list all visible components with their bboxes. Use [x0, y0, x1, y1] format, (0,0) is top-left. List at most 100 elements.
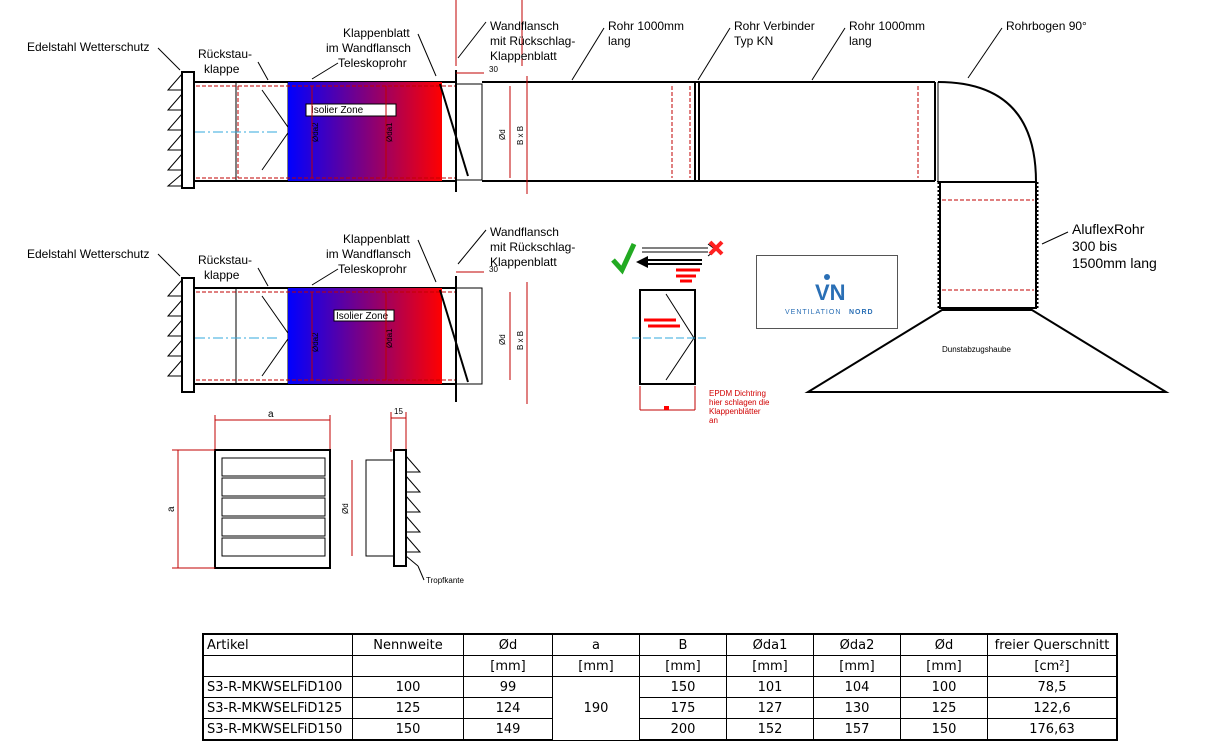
insulation-zone-top [288, 82, 442, 181]
dim-d-top: Ød [498, 129, 507, 140]
label-wandflansch-top-3: Klappenblatt [490, 49, 557, 63]
dim-30-bottom: 30 [489, 265, 498, 274]
unit-b: [mm] [639, 655, 727, 677]
cell-da2: 157 [813, 718, 901, 741]
dim-bxb-bottom: B x B [516, 331, 525, 350]
check-icon [611, 242, 637, 275]
unit-d2: [mm] [900, 655, 988, 677]
cell-nennweite: 150 [352, 718, 464, 741]
dim-30-top: 30 [489, 65, 498, 74]
top-labels: Edelstahl Wetterschutz Rückstau- klappe … [27, 19, 1157, 271]
cell-artikel: S3-R-MKWSELFiD150 [202, 718, 353, 741]
cell-d2: 125 [900, 697, 988, 719]
th-querschnitt: freier Querschnitt [987, 633, 1118, 656]
th-a: a [552, 633, 640, 656]
label-verbinder-1: Rohr Verbinder [734, 19, 815, 33]
label-aluflex-2: 300 bis [1072, 238, 1117, 254]
cell-d: 124 [463, 697, 553, 719]
flap-detail: EPDM Dichtring hier schlagen die Klappen… [611, 240, 770, 425]
cell-querschnitt: 78,5 [987, 676, 1118, 698]
spec-table: Artikel Nennweite Ød a B Øda1 Øda2 Ød fr… [202, 633, 1118, 741]
unit-a: [mm] [552, 655, 640, 677]
th-b: B [639, 633, 727, 656]
table-row: S3-R-MKWSELFiD150 150 149 200 152 157 15… [202, 718, 1118, 741]
label-rueckstau-top-2: klappe [204, 62, 240, 76]
dim-a-top: a [268, 409, 274, 420]
cell-artikel: S3-R-MKWSELFiD125 [202, 697, 353, 719]
th-nennweite: Nennweite [352, 633, 464, 656]
label-teleskop-bottom: Teleskoprohr [338, 262, 407, 276]
table-row: S3-R-MKWSELFiD125 125 124 175 127 130 12… [202, 697, 1118, 719]
dim-da2-bottom: Øda2 [311, 332, 320, 352]
unit-da1: [mm] [726, 655, 814, 677]
weather-hood-top [166, 71, 195, 189]
th-d2: Ød [900, 633, 988, 656]
logo-brand-text-2: NORD [849, 309, 874, 316]
cell-da2: 104 [813, 676, 901, 698]
label-wandflansch-top-1: Wandflansch [490, 19, 559, 33]
label-rueckstau-top-1: Rückstau- [198, 47, 252, 61]
label-teleskop-top: Teleskoprohr [338, 56, 407, 70]
unit-querschnitt: [cm²] [987, 655, 1118, 677]
unit-d: [mm] [463, 655, 553, 677]
label-wetterschutz-top: Edelstahl Wetterschutz [27, 40, 150, 54]
isolier-label-bottom: Isolier Zone [336, 311, 389, 322]
technical-drawing: Isolier Zone Dunstabzugshaube Øda2 Øda1 [27, 0, 1170, 585]
label-wandflansch-bottom-1: Wandflansch [490, 225, 559, 239]
cell-d: 149 [463, 718, 553, 741]
th-d: Ød [463, 633, 553, 656]
top-assembly: Isolier Zone Dunstabzugshaube Øda2 Øda1 [166, 0, 1170, 393]
dim-da1-top: Øda1 [385, 122, 394, 142]
label-rohrbogen: Rohrbogen 90° [1006, 19, 1087, 33]
cell-b: 150 [639, 676, 727, 698]
insulation-zone-bottom [288, 288, 442, 384]
label-wandflansch-bottom-3: Klappenblatt [490, 255, 557, 269]
label-rohr1000-a: Rohr 1000mm [608, 19, 684, 33]
th-artikel: Artikel [202, 633, 353, 656]
dunst-label: Dunstabzugshaube [942, 345, 1011, 354]
label-lang-a: lang [608, 34, 631, 48]
cell-da2: 130 [813, 697, 901, 719]
label-wandflansch-bottom-2: mit Rückschlag- [490, 240, 575, 254]
cell-nennweite: 125 [352, 697, 464, 719]
cell-da1: 101 [726, 676, 814, 698]
table-units-row: [mm] [mm] [mm] [mm] [mm] [mm] [cm²] [202, 655, 1118, 677]
svg-text:VN: VN [815, 280, 846, 305]
table-row: S3-R-MKWSELFiD100 100 99 190 150 101 104… [202, 676, 1118, 741]
unit-da2: [mm] [813, 655, 901, 677]
cell-d: 99 [463, 676, 553, 698]
bottom-labels: Edelstahl Wetterschutz Rückstau- klappe … [27, 225, 575, 287]
cell-querschnitt: 176,63 [987, 718, 1118, 741]
label-aluflex-1: AluflexRohr [1072, 221, 1145, 237]
label-aluflex-3: 1500mm lang [1072, 255, 1157, 271]
arrow-right-icon [642, 243, 717, 257]
label-klappenblatt-bottom-2: im Wandflansch [326, 247, 411, 261]
th-da2: Øda2 [813, 633, 901, 656]
cell-artikel: S3-R-MKWSELFiD100 [202, 676, 353, 698]
cell-da1: 127 [726, 697, 814, 719]
cell-d2: 100 [900, 676, 988, 698]
label-wandflansch-top-2: mit Rückschlag- [490, 34, 575, 48]
cell-b: 175 [639, 697, 727, 719]
epdm-label-1: EPDM Dichtring [709, 389, 766, 398]
label-wetterschutz-bottom: Edelstahl Wetterschutz [27, 247, 150, 261]
cell-nennweite: 100 [352, 676, 464, 698]
grille-front-view: a a [166, 409, 331, 569]
isolier-label-top: Isolier Zone [311, 105, 364, 116]
company-logo: VN VENTILATION NORD [756, 255, 898, 329]
cross-icon [708, 240, 724, 256]
dim-a-side: a [166, 506, 177, 512]
arrow-left-icon [636, 256, 702, 268]
cell-a: 190 [552, 676, 640, 741]
cell-b: 200 [639, 718, 727, 741]
bottom-assembly: Isolier Zone Øda2 Øda1 30 Ød B x B [166, 265, 528, 404]
label-rohr1000-b: Rohr 1000mm [849, 19, 925, 33]
label-rueckstau-bottom-1: Rückstau- [198, 253, 252, 267]
dim-d-bottom: Ød [498, 334, 507, 345]
dim-d-side: Ød [341, 503, 350, 514]
th-da1: Øda1 [726, 633, 814, 656]
cell-d2: 150 [900, 718, 988, 741]
grille-side-view: 15 Ød Tropfkante [341, 407, 464, 585]
label-rueckstau-bottom-2: klappe [204, 268, 240, 282]
label-klappenblatt-top-1: Klappenblatt [343, 26, 410, 40]
